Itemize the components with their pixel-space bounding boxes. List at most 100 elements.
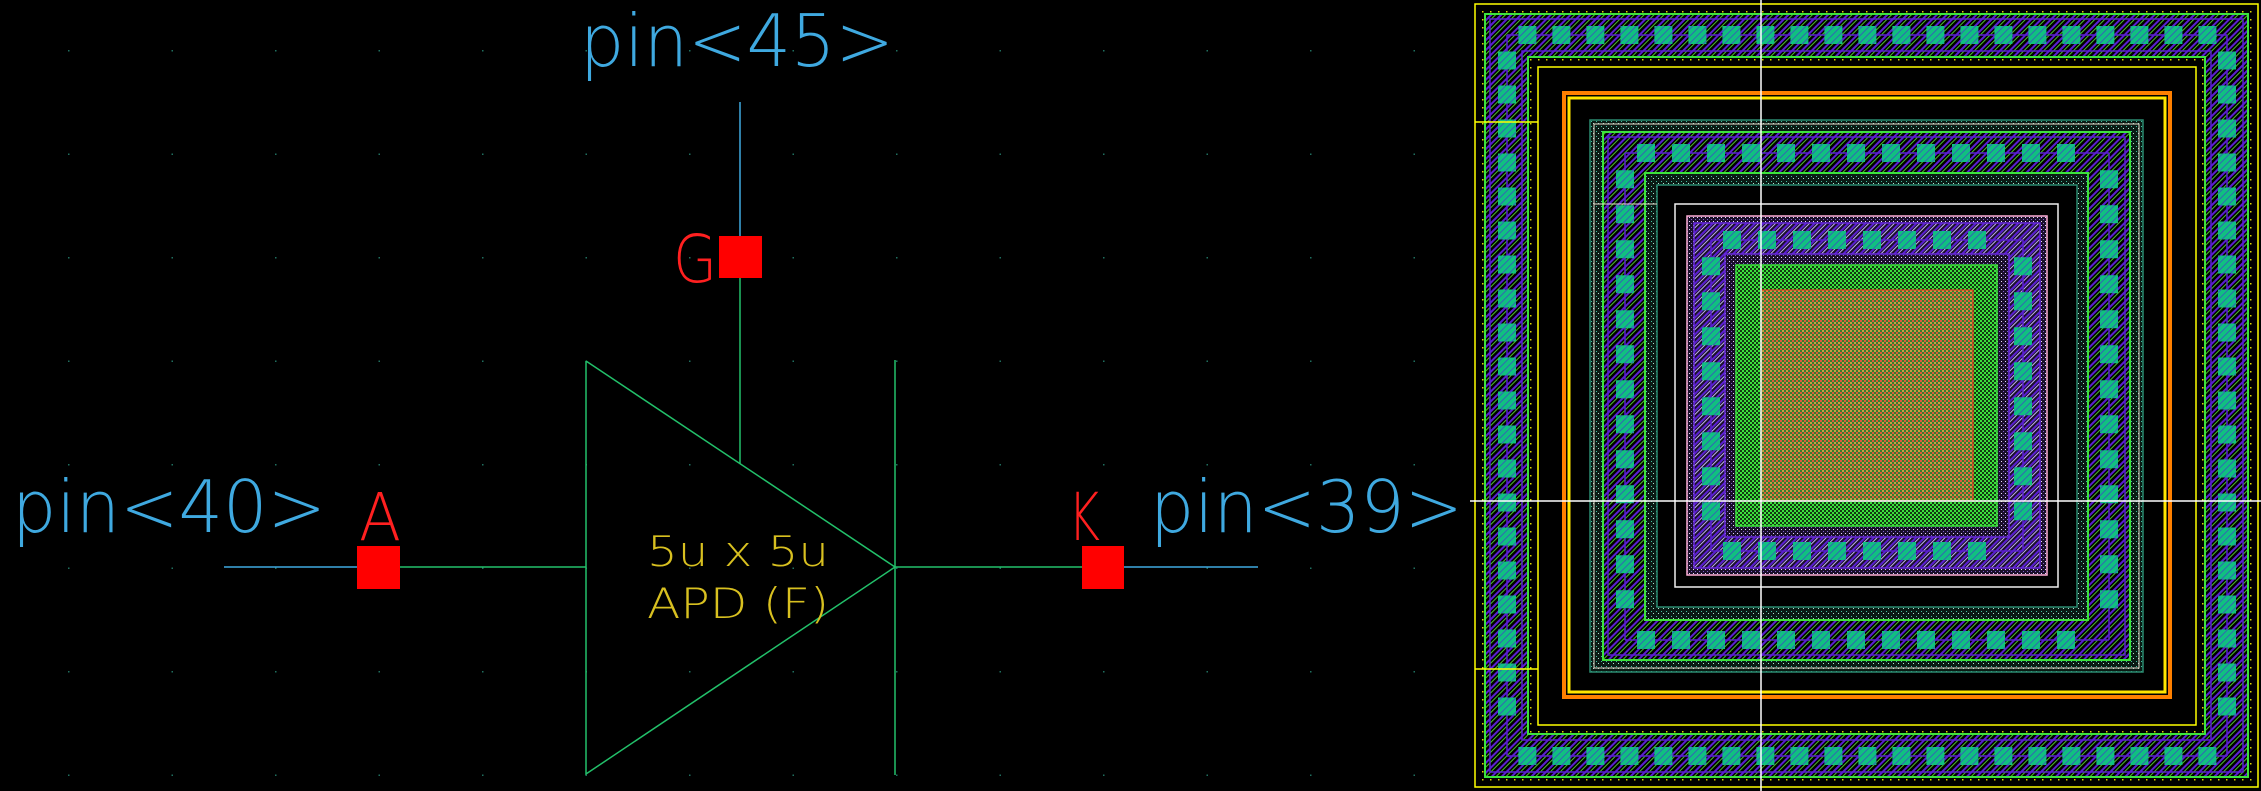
contact: [1847, 631, 1865, 649]
contact: [1616, 345, 1634, 364]
grid-dot: [896, 671, 898, 673]
grid-dot: [1310, 567, 1312, 569]
grid-dot: [689, 464, 691, 466]
contact: [2100, 205, 2118, 224]
contact: [1777, 631, 1795, 649]
contact: [1498, 289, 1516, 308]
grid-dot: [689, 50, 691, 52]
contact: [1654, 747, 1673, 765]
pin-marker-g[interactable]: [719, 236, 762, 278]
grid-dot: [1310, 774, 1312, 776]
grid-dot: [378, 774, 380, 776]
contact: [1987, 631, 2005, 649]
contact: [1756, 747, 1775, 765]
pin-marker-a[interactable]: [357, 546, 400, 589]
contact: [1858, 26, 1877, 44]
grid-dot: [1413, 153, 1415, 155]
net-label-pin-39[interactable]: pin<39>: [1150, 465, 1463, 549]
grid-dot: [999, 50, 1001, 52]
contact: [1702, 292, 1720, 311]
contact: [1756, 26, 1775, 44]
grid-dot: [482, 774, 484, 776]
contact: [1723, 542, 1741, 560]
contact: [1824, 747, 1843, 765]
grid-dot: [1103, 257, 1105, 259]
contact: [1498, 459, 1516, 478]
contact: [1933, 231, 1951, 249]
contact: [1518, 747, 1537, 765]
grid-dot: [1206, 360, 1208, 362]
contact: [1892, 26, 1911, 44]
net-label-pin-40[interactable]: pin<40>: [12, 465, 326, 549]
contact: [1498, 561, 1516, 580]
grid-dot: [68, 567, 70, 569]
contact: [1793, 231, 1811, 249]
contact: [2057, 144, 2075, 162]
grid-dot: [585, 257, 587, 259]
contact: [1898, 231, 1916, 249]
contact: [1616, 380, 1634, 399]
grid-dot: [1413, 567, 1415, 569]
contact: [2198, 747, 2217, 765]
contact: [1498, 153, 1516, 172]
contact: [1552, 747, 1571, 765]
contact: [1960, 747, 1979, 765]
grid-dot: [68, 50, 70, 52]
contact: [1858, 747, 1877, 765]
grid-dot: [1206, 464, 1208, 466]
contact: [1777, 144, 1795, 162]
contact: [1637, 144, 1655, 162]
grid-dot: [482, 257, 484, 259]
apd-layout[interactable]: [1474, 3, 2259, 788]
net-label-pin-45[interactable]: pin<45>: [580, 0, 894, 83]
grid-dot: [896, 567, 898, 569]
contact: [1498, 187, 1516, 206]
contact: [1672, 144, 1690, 162]
grid-dot: [1206, 671, 1208, 673]
contact: [1707, 631, 1725, 649]
pin-marker-k[interactable]: [1082, 546, 1124, 589]
contact: [2218, 221, 2236, 240]
contact: [1994, 747, 2013, 765]
contact: [1616, 310, 1634, 329]
grid-dot: [68, 257, 70, 259]
grid-dot: [275, 153, 277, 155]
grid-dot: [792, 257, 794, 259]
outer-metal-line-inner: [1521, 50, 2212, 741]
grid-dot: [792, 464, 794, 466]
grid-dot: [1310, 153, 1312, 155]
contact: [2062, 26, 2081, 44]
contact: [1616, 170, 1634, 189]
contact: [1620, 26, 1639, 44]
contact: [1847, 144, 1865, 162]
outer-ring-contacts: [1498, 26, 2236, 765]
grid-dot: [896, 774, 898, 776]
grid-dot: [68, 774, 70, 776]
terminal-label-k: K: [1068, 479, 1100, 556]
contact: [2100, 520, 2118, 539]
grid-dot: [171, 153, 173, 155]
contact: [2062, 747, 2081, 765]
grid-dot: [689, 774, 691, 776]
contact: [2096, 26, 2115, 44]
contact: [1552, 26, 1571, 44]
contact: [2130, 26, 2149, 44]
grid-dot: [482, 50, 484, 52]
contact: [1702, 432, 1720, 451]
grid-dot: [792, 360, 794, 362]
grid-dot: [378, 671, 380, 673]
apd-symbol[interactable]: 5u x 5u APD (F): [400, 278, 1082, 776]
grid-dot: [378, 153, 380, 155]
white-boundary-2: [1593, 123, 2140, 669]
grid-dot: [275, 464, 277, 466]
contact: [1917, 631, 1935, 649]
contact: [2100, 310, 2118, 329]
contact: [1933, 542, 1951, 560]
contact: [2014, 327, 2032, 346]
contact: [1702, 397, 1720, 416]
contact: [1722, 747, 1741, 765]
grid-dot: [1103, 50, 1105, 52]
grid-dot: [378, 257, 380, 259]
grid-dot: [1103, 464, 1105, 466]
